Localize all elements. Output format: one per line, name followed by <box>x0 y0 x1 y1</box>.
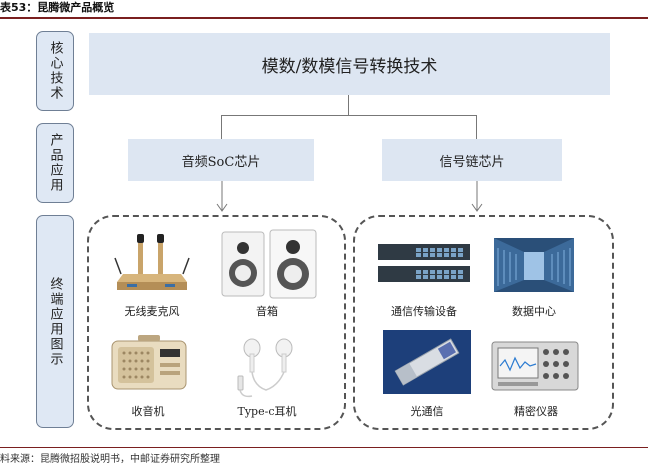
connector-left-down <box>221 115 222 139</box>
audio-terminal-group <box>87 215 346 430</box>
signal-terminal-group <box>353 215 614 430</box>
audio-soc-label: 音频SoC芯片 <box>181 154 261 170</box>
row-label-terminal-app: 终端应用图示 <box>36 215 74 428</box>
speaker-image <box>221 229 317 299</box>
wireless-mic-label: 无线麦克风 <box>124 305 180 318</box>
connector-core-down <box>348 95 349 115</box>
earphone-label: Type-c耳机 <box>237 405 297 418</box>
connector-right-down <box>476 115 477 139</box>
core-tech-label: 模数/数模信号转换技术 <box>261 56 438 77</box>
arrow-audio-down <box>216 181 228 212</box>
datacenter-image <box>494 238 574 292</box>
bottom-rule <box>0 447 648 448</box>
core-tech-box: 模数/数模信号转换技术 <box>89 33 610 95</box>
row-label-product-app: 产品应用 <box>36 123 74 203</box>
arrow-signal-down <box>471 181 483 212</box>
source-note: 料来源：昆腾微招股说明书，中邮证券研究所整理 <box>0 454 220 465</box>
figure-title: 表53：昆腾微产品概览 <box>0 1 115 14</box>
audio-soc-box: 音频SoC芯片 <box>128 139 314 181</box>
wireless-mic-image <box>114 234 190 290</box>
earphone-image <box>237 338 293 398</box>
telecom-equipment-image <box>378 244 470 282</box>
telecom-equipment-label: 通信传输设备 <box>391 305 457 318</box>
speaker-label: 音箱 <box>256 305 278 318</box>
optical-module-image <box>383 330 471 394</box>
connector-horizontal <box>221 115 476 116</box>
radio-label: 收音机 <box>131 405 165 418</box>
row-label-product-app-text: 产品应用 <box>47 133 63 193</box>
signal-chain-box: 信号链芯片 <box>382 139 562 181</box>
precision-instrument-label: 精密仪器 <box>514 405 558 418</box>
optical-communication-label: 光通信 <box>410 405 444 418</box>
row-label-terminal-app-text: 终端应用图示 <box>47 276 63 367</box>
row-label-core-tech-text: 核心技术 <box>47 41 63 101</box>
radio-image <box>111 335 187 390</box>
precision-instrument-image <box>491 341 579 391</box>
datacenter-label: 数据中心 <box>512 305 556 318</box>
top-rule <box>0 17 648 19</box>
row-label-core-tech: 核心技术 <box>36 31 74 111</box>
signal-chain-label: 信号链芯片 <box>439 154 505 170</box>
